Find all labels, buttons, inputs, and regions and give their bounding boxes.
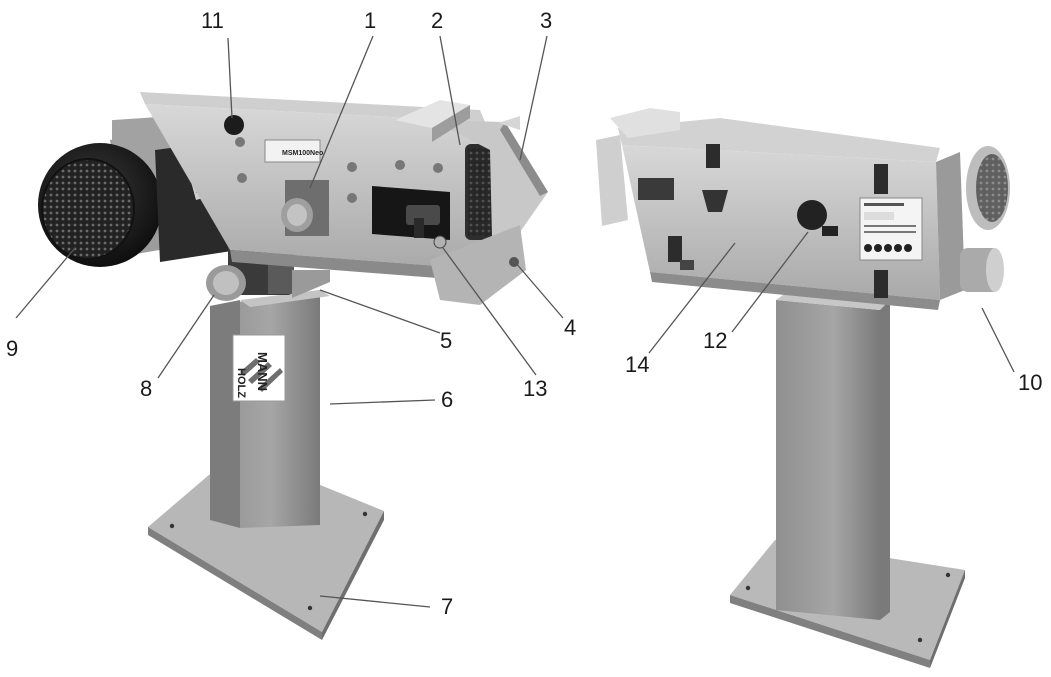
work-rest-slot	[372, 186, 450, 249]
callout-12: 12	[703, 328, 728, 353]
left-machine-view: MANN HOLZ	[38, 92, 548, 640]
rating-plate	[859, 197, 923, 261]
dust-extraction-port	[960, 248, 1004, 292]
callout-1: 1	[364, 8, 377, 33]
leader-9	[15, 247, 76, 319]
leader-12	[731, 231, 809, 333]
callout-7: 7	[441, 594, 454, 619]
column-right	[776, 290, 890, 620]
leader-7	[319, 595, 431, 608]
leader-1	[309, 35, 374, 189]
belt-guard	[432, 116, 548, 238]
holzmann-logo: MANN HOLZ	[232, 334, 286, 402]
leader-11	[227, 37, 233, 119]
right-machine-view	[596, 108, 1010, 668]
leader-5	[319, 289, 441, 334]
leader-6	[329, 399, 436, 405]
model-plate: MSM100Neo	[264, 139, 323, 163]
belt-tension-knob	[797, 200, 838, 236]
top-knob	[224, 115, 244, 135]
callout-11: 11	[201, 8, 224, 33]
callout-4: 4	[564, 315, 577, 340]
belt-housing-right	[618, 118, 965, 310]
viewing-slot	[638, 178, 674, 200]
guard-hood-right	[596, 108, 694, 270]
callout-8: 8	[140, 376, 153, 401]
mount-bracket	[292, 270, 330, 298]
leader-8	[157, 294, 215, 379]
tension-block	[281, 180, 329, 236]
column-left	[210, 290, 330, 528]
callout-13: 13	[523, 376, 548, 401]
leader-4	[514, 261, 564, 319]
leader-lines	[15, 35, 1015, 608]
callout-5: 5	[440, 328, 453, 353]
leader-13	[442, 247, 537, 376]
callout-9: 9	[6, 336, 19, 361]
callout-3: 3	[540, 8, 553, 33]
leader-3	[519, 35, 548, 161]
svg-text:HOLZ: HOLZ	[235, 368, 247, 398]
leader-14	[648, 242, 736, 354]
base-plate-left	[148, 451, 384, 640]
callout-2: 2	[431, 8, 444, 33]
leader-2	[439, 35, 461, 146]
hinges-right	[668, 144, 888, 298]
svg-text:MANN: MANN	[255, 352, 270, 391]
leader-10	[981, 307, 1015, 373]
callout-10: 10	[1018, 370, 1043, 395]
callout-14: 14	[625, 352, 650, 377]
work-table	[395, 100, 470, 142]
small-latch	[702, 190, 728, 212]
callout-6: 6	[441, 387, 454, 412]
svg-text:MSM100Neo: MSM100Neo	[282, 150, 323, 157]
